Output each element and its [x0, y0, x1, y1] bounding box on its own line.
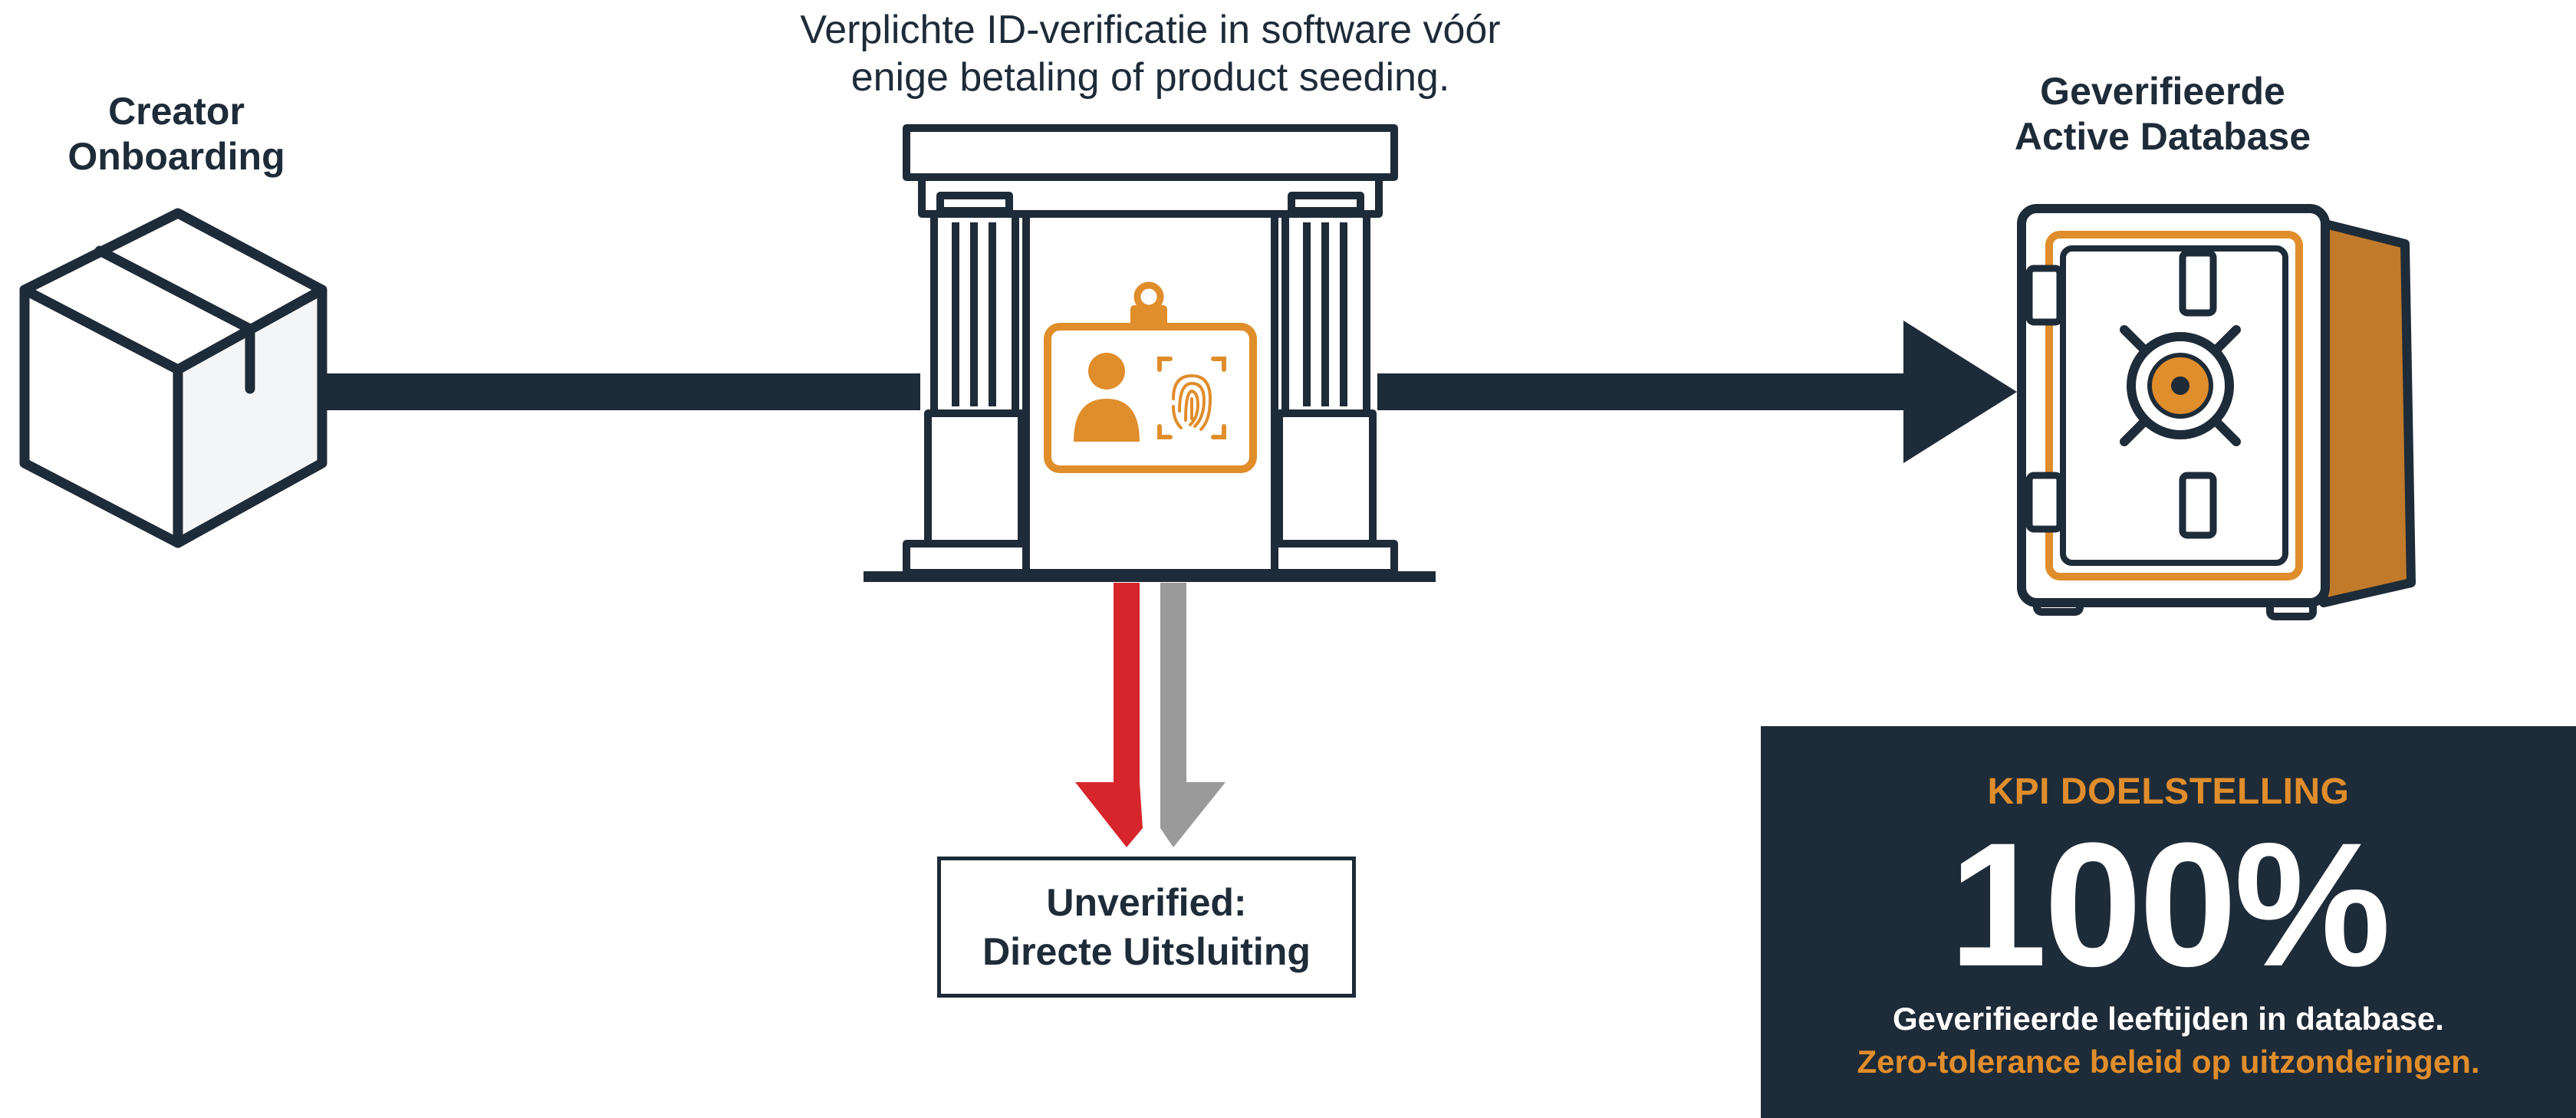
- kpi-panel: KPI DOELSTELLING 100% Geverifieerde leef…: [1761, 726, 2576, 1118]
- arrowhead-right-icon: [1903, 321, 2017, 463]
- rejection-line1: Unverified:: [1046, 881, 1247, 924]
- rejection-box: Unverified: Directe Uitsluiting: [937, 857, 1356, 998]
- kpi-description: Geverifieerde leeftijden in database.: [1893, 1001, 2444, 1037]
- gate-icon: [903, 124, 1398, 577]
- kpi-heading: KPI DOELSTELLING: [1987, 771, 2350, 812]
- id-badge-fingerprint-icon: [1044, 281, 1257, 473]
- connector-gate-to-database: [1377, 373, 1914, 410]
- reject-arrow-gray: [1160, 583, 1225, 847]
- kpi-value: 100%: [1949, 806, 2390, 1003]
- connector-onboarding-to-gate: [322, 373, 920, 410]
- box-icon: [19, 208, 327, 548]
- database-label-line2: Active Database: [2014, 114, 2311, 158]
- verification-requirement-label: Verplichte ID-verificatie in software vó…: [660, 6, 1641, 102]
- reject-arrow-red: [1075, 583, 1143, 847]
- database-label-line1: Geverifieerde: [2040, 70, 2285, 113]
- verification-requirement-line2: enige betaling of product seeding.: [850, 55, 1450, 100]
- onboarding-label: Creator Onboarding: [15, 89, 337, 179]
- onboarding-label-line2: Onboarding: [67, 134, 285, 178]
- database-label: Geverifieerde Active Database: [1933, 69, 2393, 159]
- kpi-policy: Zero-tolerance beleid op uitzonderingen.: [1857, 1044, 2480, 1080]
- safe-icon: [2017, 204, 2416, 620]
- onboarding-label-line1: Creator: [108, 90, 245, 133]
- rejection-line2: Directe Uitsluiting: [982, 930, 1311, 973]
- gate-base: [864, 571, 1436, 582]
- verification-requirement-line1: Verplichte ID-verificatie in software vó…: [800, 8, 1501, 52]
